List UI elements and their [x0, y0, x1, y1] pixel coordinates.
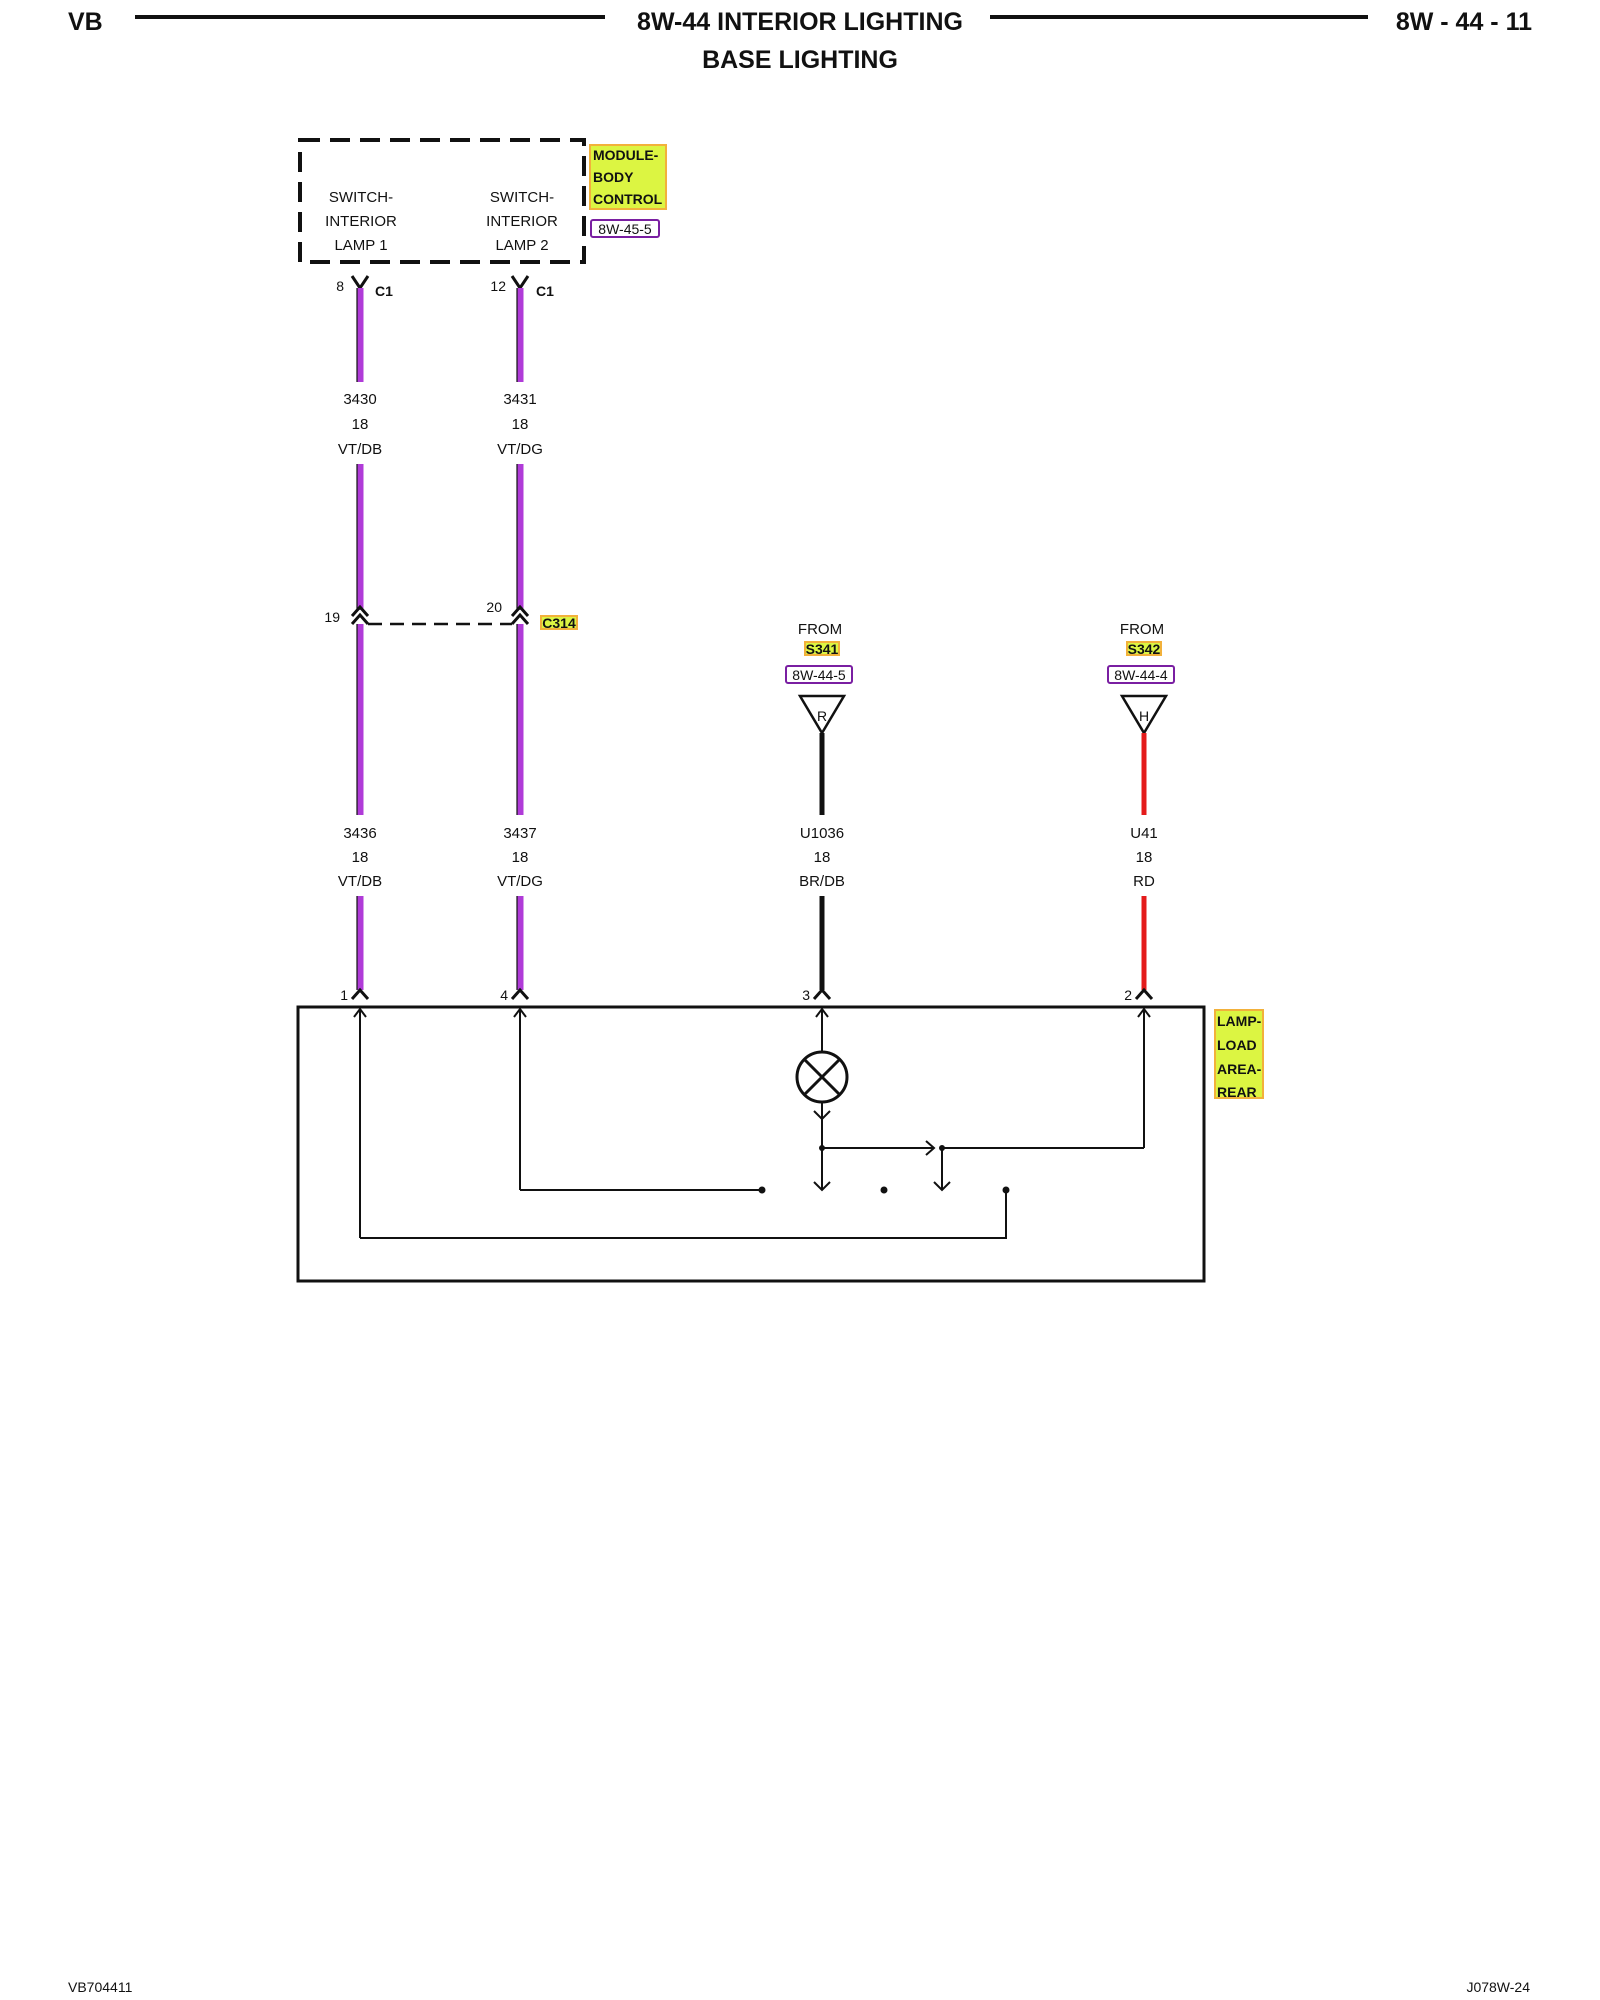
- wire-3431-color: VT/DG: [497, 441, 543, 458]
- wire-3430-gauge: 18: [352, 416, 369, 433]
- c314-pin19-symbol: [350, 604, 370, 625]
- lamp-switch-arrow-1: [813, 1181, 831, 1192]
- module-ref-box[interactable]: [590, 219, 660, 238]
- lamp-internal-pin4-line: [513, 1007, 527, 1190]
- wire-u41-color: RD: [1133, 873, 1155, 890]
- lamp-pin4-symbol: [510, 987, 530, 1000]
- wire-u1036-color: BR/DB: [799, 873, 845, 890]
- lamp-internal-wire-1: [360, 1190, 1007, 1239]
- lamp-load-area-rear-box: [296, 1005, 1206, 1283]
- c1-pin12-label: 12: [490, 278, 506, 294]
- wire-u41-gauge: 18: [1136, 849, 1153, 866]
- lamp-pin3-symbol: [812, 987, 832, 1000]
- lamp-pin3-label: 3: [802, 987, 810, 1003]
- c1-pin8-symbol: [350, 275, 370, 291]
- s341-ref-link[interactable]: 8W-44-5: [792, 667, 846, 683]
- s341-ref-box[interactable]: [785, 665, 853, 684]
- wire-3431-gauge: 18: [512, 416, 529, 433]
- s341-label: S341: [806, 641, 839, 657]
- switch2-line3: LAMP 2: [495, 237, 548, 254]
- lamp-pin1-label: 1: [340, 987, 348, 1003]
- wire-3436-gauge: 18: [352, 849, 369, 866]
- s342-letter: H: [1139, 708, 1149, 724]
- s342-ref-link[interactable]: 8W-44-4: [1114, 667, 1168, 683]
- lamp-bulb-cross-b: [803, 1058, 841, 1096]
- s341-letter: R: [817, 708, 827, 724]
- module-name-line1: MODULE-: [593, 147, 659, 163]
- s342-highlight-inner: [1128, 643, 1160, 654]
- s341-from: FROM: [798, 621, 842, 638]
- lamp-pin2-symbol: [1134, 987, 1154, 1000]
- wire-3430-circuit: 3430: [343, 391, 376, 408]
- lamp-name-highlight: [1214, 1009, 1264, 1099]
- switch1-line3: LAMP 1: [334, 237, 387, 254]
- page-subtitle: BASE LIGHTING: [702, 46, 898, 74]
- lamp-internal-pin3-line: [815, 1007, 829, 1052]
- c1-label-1: C1: [375, 283, 393, 299]
- wire-3437-circuit: 3437: [503, 825, 536, 842]
- lamp-internal-pin1-line: [353, 1007, 367, 1238]
- lamp-name-line2: LOAD: [1217, 1037, 1257, 1053]
- lamp-internal-pin2-line: [1137, 1007, 1151, 1148]
- lamp-switch-arrow-2: [933, 1148, 951, 1192]
- wire-3431-circuit: 3431: [503, 391, 536, 408]
- s341-splice-symbol: [797, 694, 847, 736]
- s341-highlight-inner: [806, 643, 838, 654]
- wire-3430-color: VT/DB: [338, 441, 382, 458]
- lamp-pin2-label: 2: [1124, 987, 1132, 1003]
- switch2-line1: SWITCH-: [490, 189, 554, 206]
- footer-left: VB704411: [68, 1979, 133, 1995]
- s342-splice-symbol: [1119, 694, 1169, 736]
- c314-highlight-inner: [542, 617, 576, 628]
- wire-3437-gauge: 18: [512, 849, 529, 866]
- footer-right: J078W-24: [1466, 1979, 1530, 1995]
- module-name-highlight: [589, 144, 667, 210]
- c314-pin19-label: 19: [324, 609, 340, 625]
- lamp-name-line4: REAR: [1217, 1084, 1257, 1100]
- wire-u1036-circuit: U1036: [800, 825, 844, 842]
- page-title: 8W-44 INTERIOR LIGHTING: [637, 8, 963, 36]
- s342-from: FROM: [1120, 621, 1164, 638]
- wire-3436-color: VT/DB: [338, 873, 382, 890]
- page-number: 8W - 44 - 11: [1396, 8, 1532, 36]
- c314-label: C314: [542, 615, 576, 631]
- lamp-contact-dot-2: [880, 1186, 888, 1194]
- wire-u1036-gauge: 18: [814, 849, 831, 866]
- c314-pin20-label: 20: [486, 599, 502, 615]
- module-ref-link[interactable]: 8W-45-5: [598, 221, 652, 237]
- c314-pin20-symbol: [510, 604, 530, 625]
- c1-label-2: C1: [536, 283, 554, 299]
- switch1-line2: INTERIOR: [325, 213, 397, 230]
- lamp-pin1-symbol: [350, 987, 370, 1000]
- wire-u41-circuit: U41: [1130, 825, 1158, 842]
- s342-label: S342: [1128, 641, 1161, 657]
- wire-3436-circuit: 3436: [343, 825, 376, 842]
- c1-pin8-label: 8: [336, 278, 344, 294]
- s342-ref-box[interactable]: [1107, 665, 1175, 684]
- module-body-control-box: [298, 138, 586, 264]
- lamp-internal-branch: [822, 1140, 936, 1156]
- lamp-name-line3: AREA-: [1217, 1061, 1262, 1077]
- switch1-line1: SWITCH-: [329, 189, 393, 206]
- module-name-line3: CONTROL: [593, 191, 663, 207]
- lamp-contact-dot-1: [758, 1186, 766, 1194]
- lamp-junction-dot-2: [939, 1145, 945, 1151]
- lamp-pin4-label: 4: [500, 987, 508, 1003]
- wire-3437-color: VT/DG: [497, 873, 543, 890]
- c1-pin12-symbol: [510, 275, 530, 291]
- module-name-line2: BODY: [593, 169, 634, 185]
- switch2-line2: INTERIOR: [486, 213, 558, 230]
- lamp-name-line1: LAMP-: [1217, 1013, 1262, 1029]
- header-left: VB: [68, 8, 103, 36]
